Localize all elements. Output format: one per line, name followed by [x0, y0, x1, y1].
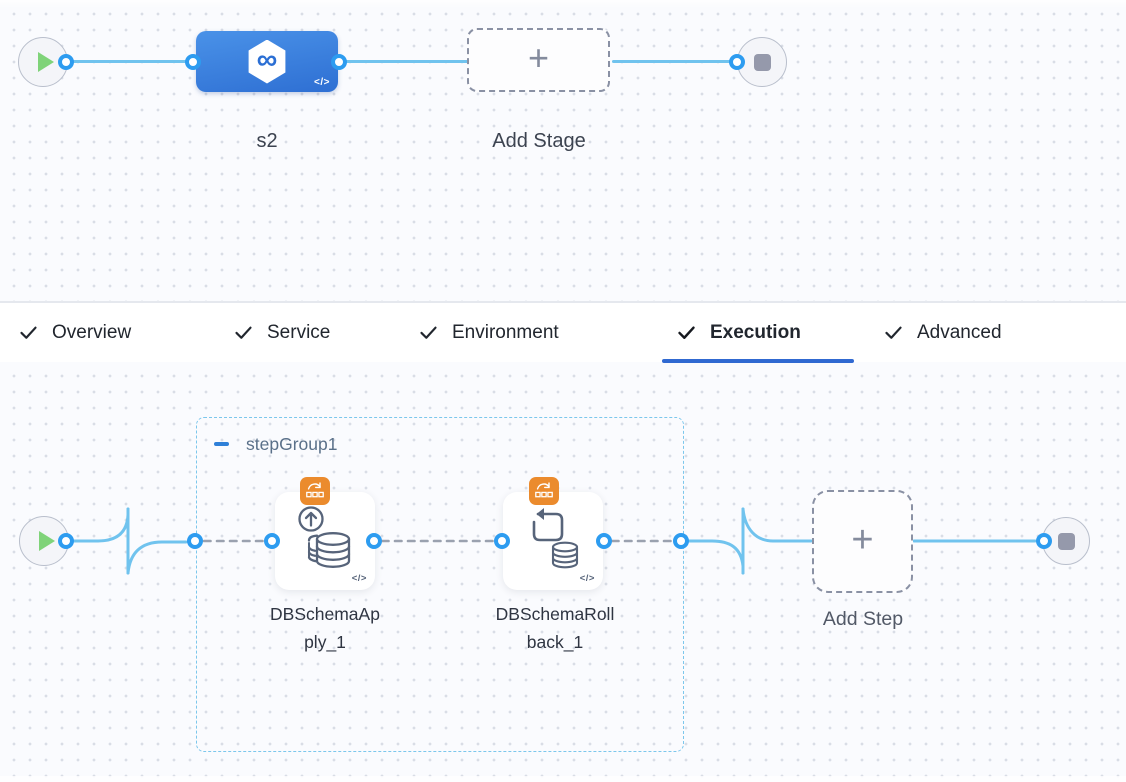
- step-node-dbschemaapply[interactable]: </>: [275, 492, 375, 590]
- connector-port[interactable]: [185, 54, 201, 70]
- pipeline-end-node[interactable]: [737, 37, 787, 87]
- db-schema-rollback-icon: [532, 508, 579, 569]
- step-group-name: stepGroup1: [246, 434, 338, 454]
- rolling-deploy-icon: [300, 477, 330, 505]
- stop-icon: [1057, 532, 1075, 550]
- canvas-fade: [0, 0, 1126, 8]
- edge-line: [72, 60, 189, 63]
- tab-service[interactable]: Service: [233, 303, 330, 362]
- minus-icon: [214, 442, 229, 446]
- connector-port[interactable]: [331, 54, 347, 70]
- execution-end-node[interactable]: [1042, 517, 1090, 565]
- tab-advanced[interactable]: Advanced: [883, 303, 1002, 362]
- yaml-code-icon: </>: [314, 77, 330, 88]
- yaml-code-icon: </>: [579, 573, 595, 584]
- tab-overview[interactable]: Overview: [18, 303, 131, 362]
- tab-label: Environment: [452, 321, 559, 343]
- add-stage-label: Add Stage: [492, 130, 586, 152]
- stage-node-s2[interactable]: ∞ </>: [196, 31, 338, 92]
- add-stage-button[interactable]: +: [467, 28, 610, 92]
- check-icon: [235, 326, 252, 339]
- step-name-label: DBSchemaRollback_1: [495, 604, 615, 652]
- connector-port[interactable]: [58, 533, 74, 549]
- active-tab-indicator: [662, 359, 854, 363]
- connector-port[interactable]: [366, 533, 382, 549]
- tab-environment[interactable]: Environment: [418, 303, 559, 362]
- step-group-container[interactable]: [196, 417, 684, 752]
- check-icon: [420, 326, 437, 339]
- play-icon: [38, 531, 55, 551]
- connector-port[interactable]: [58, 54, 74, 70]
- tab-label: Execution: [710, 321, 801, 343]
- check-icon: [678, 326, 695, 339]
- flow-edges: [72, 507, 1037, 575]
- step-name-label: DBSchemaApply_1: [270, 604, 380, 652]
- canvas-fade: [0, 776, 1126, 782]
- check-icon: [20, 326, 37, 339]
- step-node-dbschemarollback[interactable]: </>: [503, 492, 603, 590]
- connector-port[interactable]: [264, 533, 280, 549]
- db-schema-apply-icon: [298, 506, 351, 568]
- tab-label: Advanced: [917, 321, 1002, 343]
- edge-line: [612, 60, 733, 63]
- connector-port[interactable]: [494, 533, 510, 549]
- connector-port[interactable]: [729, 54, 745, 70]
- add-step-button[interactable]: +: [812, 490, 913, 593]
- tab-execution[interactable]: Execution: [676, 303, 801, 362]
- connector-port[interactable]: [596, 533, 612, 549]
- stage-config-tabs: Overview Service Environment Execution A…: [0, 302, 1126, 363]
- tab-label: Overview: [52, 321, 132, 343]
- pipeline-stage-icon: ∞: [248, 39, 286, 84]
- rolling-deploy-icon: [529, 477, 559, 505]
- collapse-group-button[interactable]: [214, 436, 231, 452]
- edge-line: [340, 60, 469, 63]
- stop-icon: [753, 53, 771, 71]
- execution-canvas[interactable]: stepGroup1: [0, 362, 1126, 782]
- stages-canvas[interactable]: ∞ </> + s2 Add Stage: [0, 0, 1126, 302]
- connector-port[interactable]: [673, 533, 689, 549]
- tab-label: Service: [267, 321, 331, 343]
- yaml-code-icon: </>: [351, 573, 367, 584]
- play-icon: [37, 52, 54, 72]
- add-step-label: Add Step: [822, 608, 904, 630]
- stage-name-label: s2: [256, 130, 278, 152]
- check-icon: [885, 326, 902, 339]
- connector-port[interactable]: [187, 533, 203, 549]
- connector-port[interactable]: [1036, 533, 1052, 549]
